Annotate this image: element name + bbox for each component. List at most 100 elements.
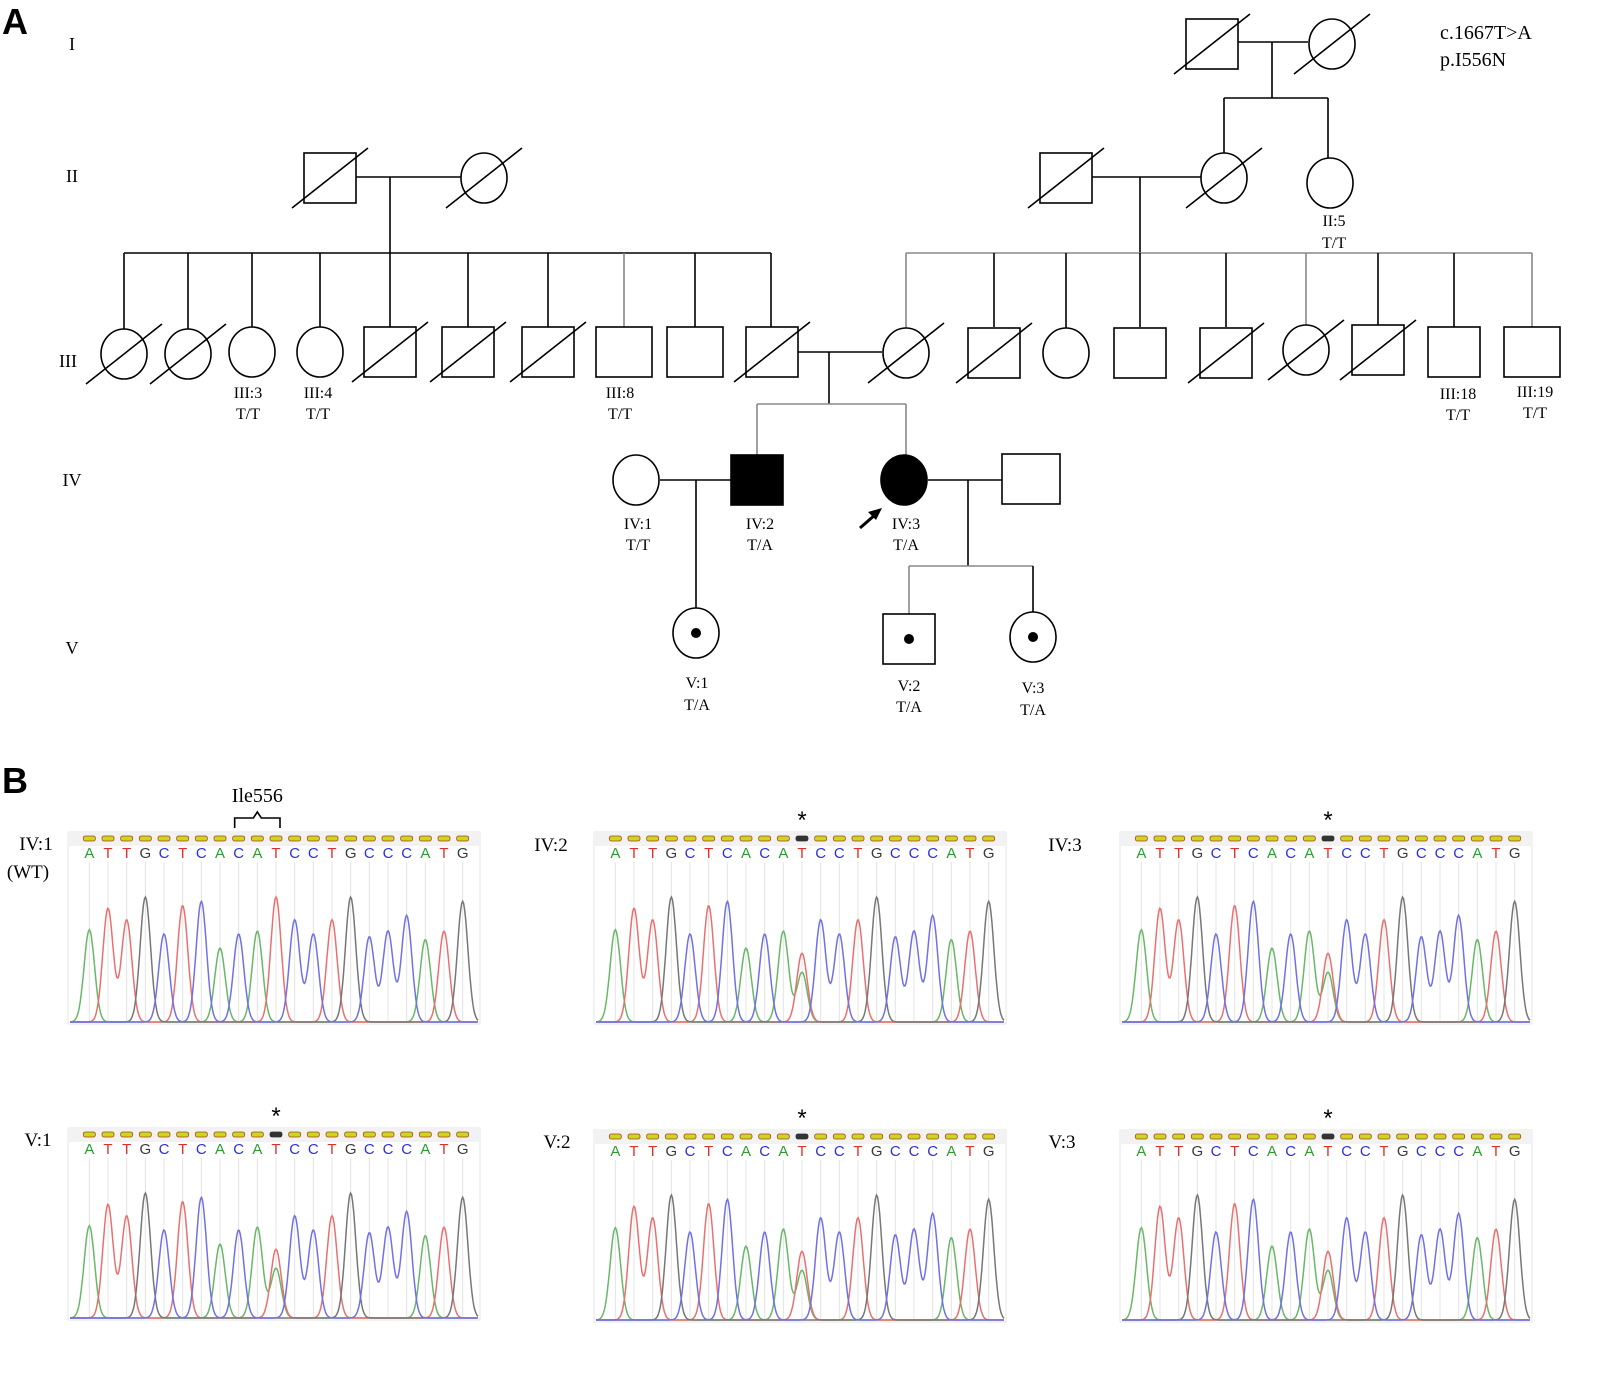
carrier-dot (691, 628, 701, 638)
base-call: C (890, 845, 901, 862)
base-call: T (853, 1143, 862, 1160)
base-call: C (1416, 845, 1427, 862)
generation-label-IV: IV (63, 470, 82, 490)
variant-cdna-label: c.1667T>A (1440, 22, 1532, 44)
base-call: T (853, 845, 862, 862)
deceased-slash (291, 147, 369, 209)
deceased-slash (85, 323, 163, 385)
base-call: C (1435, 1143, 1446, 1160)
base-call: C (289, 845, 300, 862)
base-call: C (1341, 1143, 1352, 1160)
base-call: T (629, 1143, 638, 1160)
base-call: A (215, 1141, 225, 1158)
base-call: C (383, 845, 394, 862)
base-call: G (1191, 845, 1203, 862)
trace-sample-label: IV:1 (19, 834, 52, 855)
male-unaffected-symbol (1001, 453, 1061, 505)
base-call: T (1491, 845, 1500, 862)
female-unaffected-symbol (1306, 157, 1354, 209)
individual-id-label: III:8 (606, 385, 634, 402)
base-call: C (364, 1141, 375, 1158)
panel-b-label: B (2, 760, 28, 801)
base-call: C (1435, 845, 1446, 862)
deceased-slash (149, 323, 227, 385)
male-deceased-symbol (1173, 13, 1251, 75)
base-call: C (1211, 845, 1222, 862)
base-call: G (665, 845, 677, 862)
base-call: A (84, 845, 94, 862)
base-call: A (1136, 1143, 1146, 1160)
individual-id-label: IV:2 (746, 516, 774, 533)
base-call: A (1472, 1143, 1482, 1160)
base-call: T (1379, 1143, 1388, 1160)
base-call: G (1397, 1143, 1409, 1160)
base-call: T (1491, 1143, 1500, 1160)
base-call: C (1248, 1143, 1259, 1160)
base-call: T (648, 1143, 657, 1160)
female-unaffected-symbol (1042, 327, 1090, 379)
base-call: T (1155, 1143, 1164, 1160)
base-call: C (159, 845, 170, 862)
base-call: T (122, 845, 131, 862)
male-deceased-symbol (351, 321, 429, 383)
base-call: G (139, 1141, 151, 1158)
base-call: G (345, 1141, 357, 1158)
base-call: T (1379, 845, 1388, 862)
mutation-asterisk: * (1323, 1105, 1332, 1132)
base-call: A (741, 845, 751, 862)
base-call: A (1136, 845, 1146, 862)
trace-C-peaks (1122, 899, 1530, 1023)
base-call: G (457, 1141, 469, 1158)
base-call: C (890, 1143, 901, 1160)
mutation-asterisk: * (797, 807, 806, 834)
genotype-label: T/T (306, 406, 330, 423)
panel-a-label: A (2, 1, 28, 42)
individual-id-label: V:1 (686, 675, 709, 692)
female-affected-symbol (880, 454, 928, 506)
trace-sample-label: V:2 (543, 1132, 570, 1153)
variant-protein-label: p.I556N (1440, 49, 1506, 71)
genotype-label: T/A (747, 537, 773, 554)
base-call: G (871, 1143, 883, 1160)
base-call: T (1323, 1143, 1332, 1160)
male-unaffected-symbol (666, 326, 724, 378)
deceased-slash (733, 321, 811, 383)
deceased-slash (1267, 319, 1345, 381)
base-call: G (871, 845, 883, 862)
base-call: C (685, 1143, 696, 1160)
base-call: C (834, 845, 845, 862)
trace-C-peaks (70, 1195, 478, 1319)
pedigree-individuals (85, 13, 1561, 665)
genotype-label: T/T (626, 537, 650, 554)
genotype-label: T/A (896, 699, 922, 716)
base-call: C (364, 845, 375, 862)
base-call: A (252, 1141, 262, 1158)
base-call: A (1304, 1143, 1314, 1160)
base-call: C (1360, 845, 1371, 862)
base-call: T (797, 845, 806, 862)
female-deceased-symbol (1293, 13, 1371, 75)
deceased-slash (1293, 13, 1371, 75)
genotype-label: T/A (893, 537, 919, 554)
female-deceased-symbol (445, 147, 523, 209)
male-affected-symbol (730, 454, 784, 506)
genotype-label: T/T (1322, 235, 1346, 252)
base-call: A (84, 1141, 94, 1158)
individual-id-label: III:18 (1440, 386, 1476, 403)
base-call: T (103, 845, 112, 862)
base-call: C (1453, 845, 1464, 862)
base-call: C (196, 845, 207, 862)
base-call: A (946, 1143, 956, 1160)
base-call: A (215, 845, 225, 862)
base-call: C (815, 1143, 826, 1160)
base-call: T (1174, 1143, 1183, 1160)
base-call: T (1230, 1143, 1239, 1160)
base-call: G (983, 845, 995, 862)
mutation-asterisk: * (797, 1105, 806, 1132)
base-call: A (778, 1143, 788, 1160)
male-unaffected-symbol (1427, 326, 1481, 378)
carrier-dot (1028, 632, 1038, 642)
trace-sample-label: V:1 (24, 1130, 51, 1151)
